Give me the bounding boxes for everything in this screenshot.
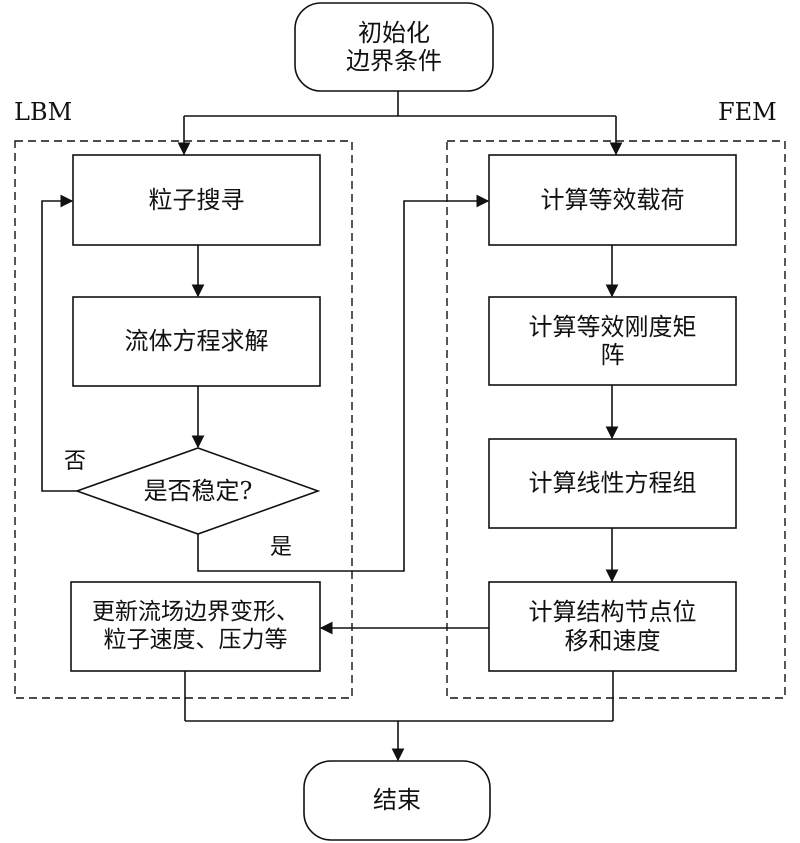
- fluid-solve-box: [72, 296, 321, 387]
- lbm-label: LBM: [14, 98, 73, 126]
- stability-question-label: 是否稳定?: [143, 476, 253, 505]
- update-label: 更新流场边界变形、 粒子速度、压力等: [92, 599, 299, 653]
- no-feedback-arrow: [41, 194, 77, 492]
- displacement-velocity-label: 计算结构节点位 移和速度: [528, 598, 697, 655]
- fluid-solve-label: 流体方程求解: [124, 327, 269, 356]
- yes-label: 是: [270, 535, 293, 560]
- particle-search-box: [72, 154, 321, 246]
- start-label: 初始化 边界条件: [346, 18, 442, 75]
- lbm-region: [14, 140, 353, 699]
- fem-label: FEM: [718, 98, 777, 126]
- start-terminal: [294, 2, 494, 92]
- linear-equations-box: [488, 438, 737, 529]
- particle-search-label: 粒子搜寻: [148, 185, 245, 214]
- update-box: [70, 581, 321, 672]
- stiffness-matrix-label: 计算等效刚度矩 阵: [528, 312, 697, 369]
- yes-to-fem-arrow: [197, 194, 490, 572]
- no-label: 否: [64, 449, 87, 474]
- equivalent-load-label: 计算等效载荷: [540, 185, 685, 214]
- end-label: 结束: [373, 786, 421, 815]
- stiffness-matrix-box: [488, 296, 737, 386]
- linear-equations-label: 计算线性方程组: [528, 469, 697, 498]
